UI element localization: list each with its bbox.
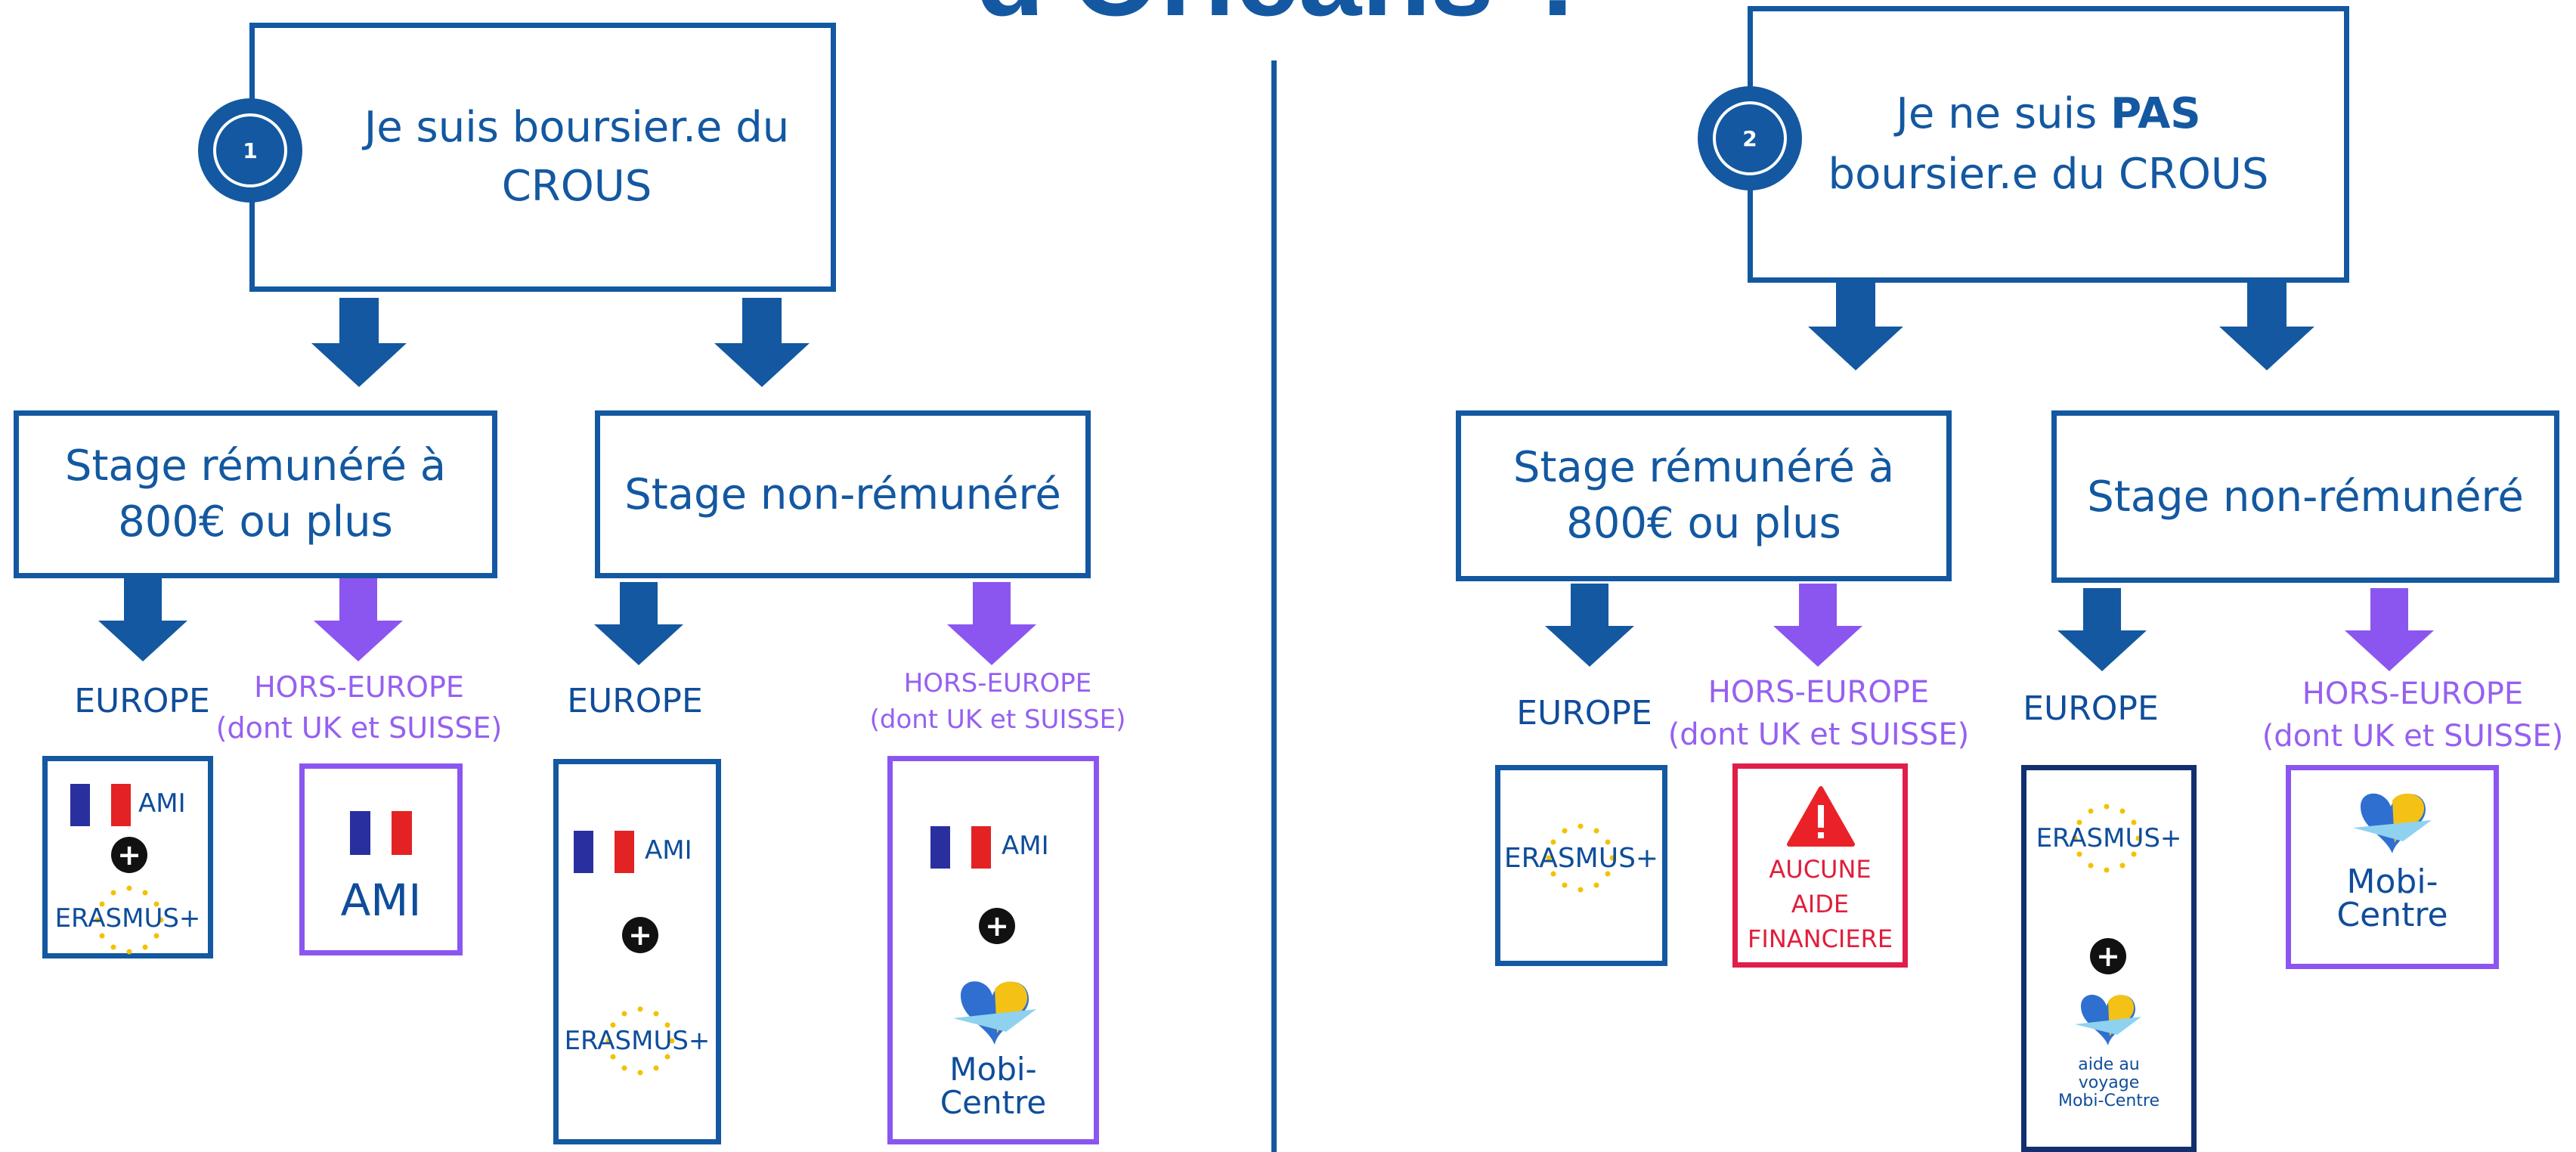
ami-label: AMI bbox=[138, 788, 186, 819]
plus-icon: + bbox=[111, 837, 147, 873]
unpaid-label: Stage non-rémunéré bbox=[624, 469, 1061, 519]
unpaid-internship-box: Stage non-rémunéré bbox=[595, 410, 1091, 578]
center-divider bbox=[1271, 60, 1277, 1152]
question-bold: PAS bbox=[2110, 89, 2201, 138]
ami-label: AMI bbox=[340, 875, 422, 926]
arrow-down-icon bbox=[311, 298, 407, 387]
french-flag-icon bbox=[930, 826, 991, 869]
europe-label: EUROPE bbox=[2023, 689, 2159, 728]
hors-europe-label: HORS-EUROPE(dont UK et SUISSE) bbox=[869, 668, 1126, 735]
arrow-down-icon bbox=[314, 578, 403, 661]
hors-europe-label: HORS-EUROPE(dont UK et SUISSE) bbox=[1667, 675, 1970, 752]
hors-europe-label: HORS-EUROPE(dont UK et SUISSE) bbox=[2262, 677, 2564, 754]
warning-icon bbox=[1787, 786, 1855, 847]
eu-stars-icon bbox=[1546, 823, 1615, 893]
arrow-down-icon bbox=[1773, 584, 1862, 667]
question-line-1: Je suis boursier.e du bbox=[364, 103, 790, 152]
arrow-down-icon bbox=[2057, 588, 2147, 671]
europe-label: EUROPE bbox=[567, 682, 703, 720]
mobicentre-logo-icon bbox=[2353, 793, 2432, 853]
arrow-down-icon bbox=[98, 578, 187, 661]
arrow-down-icon bbox=[1808, 281, 1903, 370]
mobicentre-logo-icon bbox=[953, 981, 1036, 1045]
french-flag-icon bbox=[70, 784, 131, 826]
paid-line-1: Stage rémunéré à bbox=[64, 441, 447, 491]
plus-icon: + bbox=[979, 908, 1015, 944]
arrow-down-icon bbox=[2345, 588, 2434, 671]
step-badge-2: 2 bbox=[1698, 86, 1802, 190]
question-line-2: CROUS bbox=[501, 162, 652, 211]
arrow-down-icon bbox=[1545, 584, 1634, 667]
eu-stars-icon bbox=[605, 1006, 675, 1076]
europe-label: EUROPE bbox=[1516, 694, 1652, 732]
question-line-1: Je ne suis bbox=[1896, 89, 2111, 138]
french-flag-icon bbox=[350, 811, 412, 855]
arrow-down-icon bbox=[947, 582, 1036, 665]
result-box-ami-erasmus: AMI + ERASMUS+ bbox=[42, 756, 213, 958]
arrow-down-icon bbox=[714, 298, 810, 387]
result-box-mobicentre: Mobi-Centre bbox=[2286, 765, 2499, 969]
eu-stars-icon bbox=[2072, 804, 2141, 873]
paid-internship-box: Stage rémunéré à 800€ ou plus bbox=[14, 410, 497, 578]
arrow-down-icon bbox=[594, 582, 683, 665]
hors-europe-label: HORS-EUROPE(dont UK et SUISSE) bbox=[215, 670, 503, 745]
arrow-down-icon bbox=[2219, 281, 2314, 370]
plus-icon: + bbox=[622, 917, 658, 953]
result-box-erasmus: ERASMUS+ bbox=[1495, 765, 1667, 966]
ami-label: AMI bbox=[645, 835, 692, 866]
erasmus-label: ERASMUS+ bbox=[54, 903, 201, 934]
unpaid-internship-box: Stage non-rémunéré bbox=[2051, 410, 2559, 583]
result-box-ami-mobicentre: AMI + Mobi-Centre bbox=[887, 756, 1099, 1144]
result-box-ami-erasmus: AMI + ERASMUS+ bbox=[553, 759, 721, 1144]
french-flag-icon bbox=[574, 831, 634, 873]
question-line-2: boursier.e du CROUS bbox=[1828, 150, 2269, 199]
paid-line-2: 800€ ou plus bbox=[118, 497, 393, 547]
question-box-non-boursier: Je ne suis PAS boursier.e du CROUS bbox=[1748, 6, 2349, 283]
mobicentre-logo-icon bbox=[2075, 995, 2141, 1045]
erasmus-label: ERASMUS+ bbox=[564, 1026, 711, 1056]
step-badge-1: 1 bbox=[198, 98, 302, 203]
plus-icon: + bbox=[2090, 938, 2126, 974]
europe-label: EUROPE bbox=[74, 682, 210, 720]
page-title: d'Orléans ? bbox=[945, 0, 1625, 42]
eu-stars-icon bbox=[94, 885, 164, 955]
question-box-boursier: Je suis boursier.e du CROUS bbox=[249, 23, 836, 292]
ami-label: AMI bbox=[1002, 831, 1049, 861]
result-box-ami: AMI bbox=[299, 763, 463, 955]
